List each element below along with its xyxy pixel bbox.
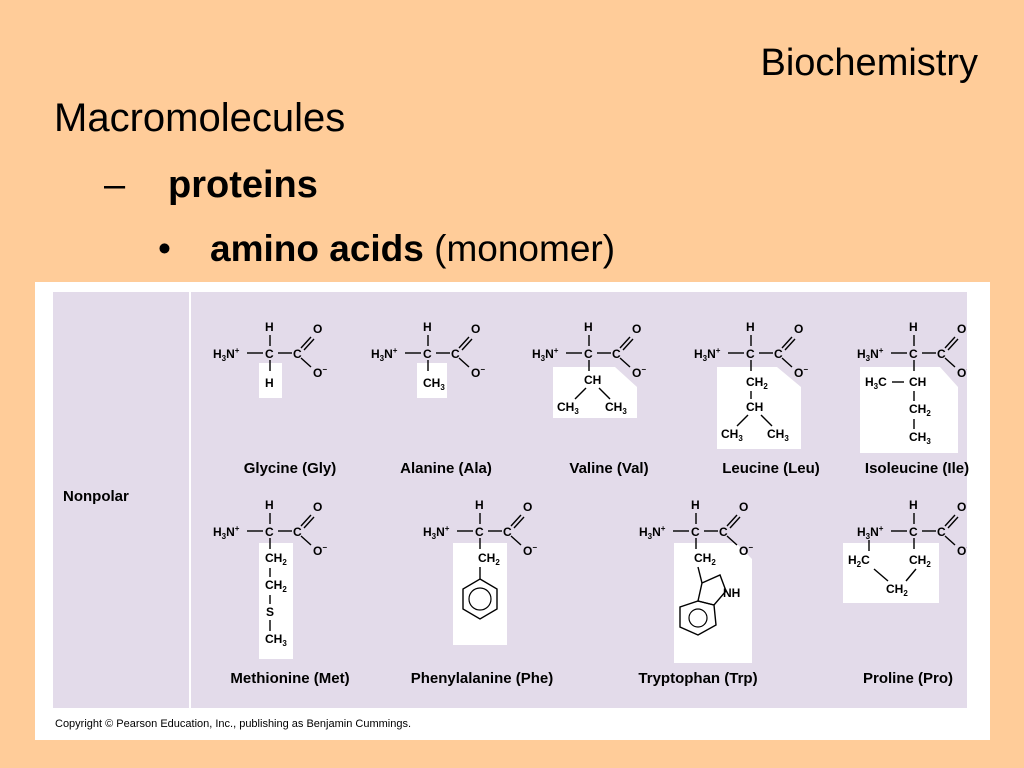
svg-text:CH: CH [746, 400, 763, 414]
aa-name-valine: Valine (Val) [569, 460, 649, 477]
aa-name-leucine: Leucine (Leu) [722, 460, 820, 477]
aa-name-glycine: Glycine (Gly) [243, 460, 337, 477]
svg-text:CH: CH [584, 373, 601, 387]
bullet-amino-acids: • amino acids (monomer) [158, 228, 615, 270]
svg-text:H: H [265, 376, 274, 390]
svg-text:CH2: CH2 [478, 551, 500, 567]
nonpolar-label: Nonpolar [63, 488, 129, 505]
svg-text:CH: CH [909, 375, 926, 389]
svg-text:H2C: H2C [848, 553, 870, 569]
copyright-notice: Copyright © Pearson Education, Inc., pub… [55, 718, 412, 730]
slide-header: Biochemistry [760, 42, 979, 84]
nonpolar-panel: Nonpolar H3N+ C H C O O− [53, 292, 970, 708]
svg-text:CH2: CH2 [265, 578, 287, 594]
dash-bullet: – [104, 164, 126, 206]
amino-acid-figure: Nonpolar H3N+ C H C O O− [35, 282, 990, 740]
svg-text:CH3: CH3 [605, 400, 627, 416]
svg-text:H3C: H3C [865, 375, 887, 391]
svg-text:NH: NH [723, 586, 740, 600]
bullet-amino-acids-rest: (monomer) [423, 228, 616, 269]
panel-divider [189, 292, 191, 708]
svg-text:CH2: CH2 [746, 375, 768, 391]
aa-name-methionine: Methionine (Met) [230, 670, 350, 687]
bullet-proteins-text: proteins [168, 164, 318, 206]
bullet-amino-acids-bold: amino acids [210, 228, 424, 269]
svg-text:S: S [266, 605, 274, 619]
svg-text:CH2: CH2 [694, 551, 716, 567]
dot-bullet: • [158, 228, 171, 269]
aa-name-tryptophan: Tryptophan (Trp) [638, 670, 758, 687]
svg-text:CH2: CH2 [886, 582, 908, 598]
structures-drawing: H3N+ C H C O O− [212, 319, 967, 663]
aa-name-isoleucine: Isoleucine (Ile) [864, 460, 970, 477]
svg-text:CH2: CH2 [265, 551, 287, 567]
aa-name-proline: Proline (Pro) [862, 670, 954, 687]
svg-text:CH3: CH3 [721, 427, 743, 443]
slide-title: Macromolecules [54, 96, 346, 140]
aa-name-alanine: Alanine (Ala) [400, 460, 492, 477]
svg-text:CH2: CH2 [909, 402, 931, 418]
svg-text:CH3: CH3 [557, 400, 579, 416]
svg-text:CH3: CH3 [909, 430, 931, 446]
svg-text:CH2: CH2 [909, 553, 931, 569]
svg-text:CH3: CH3 [767, 427, 789, 443]
svg-text:CH3: CH3 [265, 632, 287, 648]
aa-name-phenylalanine: Phenylalanine (Phe) [410, 670, 554, 687]
svg-text:CH3: CH3 [423, 376, 445, 392]
bullet-proteins: – proteins [104, 164, 318, 207]
